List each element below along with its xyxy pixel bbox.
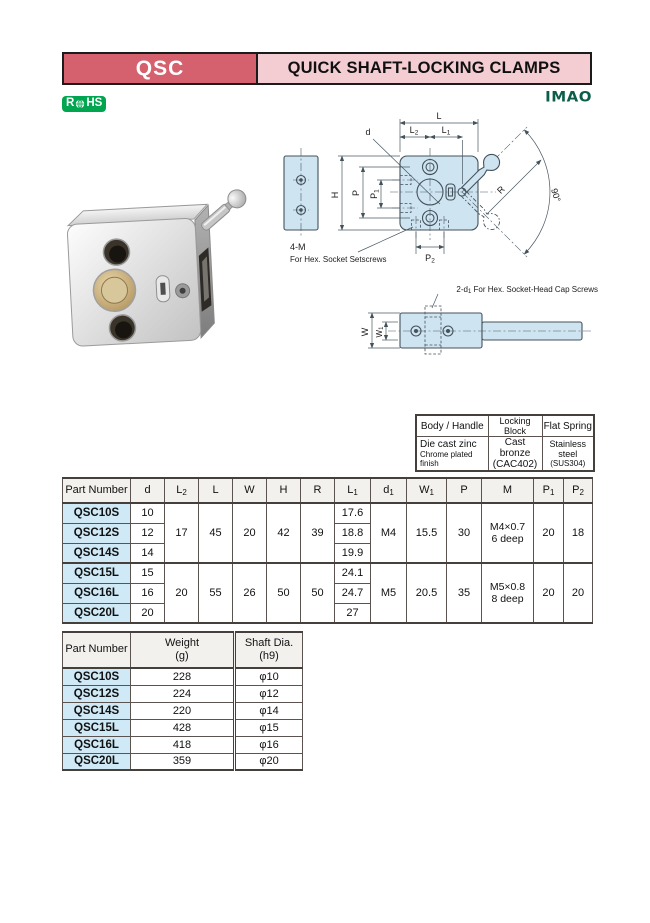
table-row: QSC16L 418 φ16 bbox=[62, 735, 303, 754]
table-row: QSC10S 10 17 45 20 42 39 17.6 M4 15.5 30… bbox=[62, 502, 593, 564]
col-M: M bbox=[481, 477, 534, 504]
col-H: H bbox=[266, 477, 301, 504]
setscrew-note-line1: 4-M bbox=[290, 242, 306, 252]
dim-label-P: P bbox=[351, 190, 361, 196]
materials-value-row: Die cast zinc Chrome plated finish Cast … bbox=[415, 436, 595, 472]
dim-label-P1: P1 bbox=[369, 189, 381, 199]
col-part-number: Part Number bbox=[62, 631, 131, 669]
part-number-cell: QSC16L bbox=[62, 582, 131, 604]
col-W: W bbox=[232, 477, 267, 504]
dim-label-angle: 90° bbox=[549, 187, 563, 203]
product-photo bbox=[66, 189, 247, 347]
part-number-cell: QSC15L bbox=[62, 562, 131, 584]
dim-label-H: H bbox=[330, 192, 340, 199]
col-W1: W1 bbox=[406, 477, 447, 504]
materials-header-body: Body / Handle bbox=[415, 414, 489, 437]
technical-drawing: R 90° L L2 L1 d H P P1 P2 4-M bbox=[283, 111, 598, 355]
table-row: QSC14S 220 φ14 bbox=[62, 701, 303, 720]
col-P1: P1 bbox=[533, 477, 564, 504]
shaft-bore bbox=[416, 178, 444, 206]
dim-label-L: L bbox=[436, 111, 441, 121]
table-row: QSC20L 359 φ20 bbox=[62, 752, 303, 771]
part-number-cell: QSC10S bbox=[62, 502, 131, 524]
table-row: QSC10S 228 φ10 bbox=[62, 667, 303, 686]
setscrew-note-line2: For Hex. Socket Setscrews bbox=[290, 255, 386, 264]
part-number-cell: QSC14S bbox=[62, 542, 131, 564]
front-view-body bbox=[399, 155, 479, 231]
handle-pivot bbox=[457, 187, 467, 197]
dim-label-L1: L1 bbox=[442, 125, 451, 137]
rohs-badge: R HS bbox=[62, 96, 107, 112]
col-d: d bbox=[130, 477, 165, 504]
part-number-cell: QSC16L bbox=[62, 735, 131, 754]
part-number-cell: QSC20L bbox=[62, 752, 131, 771]
imao-logo: IMAO bbox=[545, 88, 592, 106]
table-row: QSC15L 428 φ15 bbox=[62, 718, 303, 737]
product-code-banner: QSC bbox=[62, 52, 258, 85]
col-shaft-dia: Shaft Dia.(h9) bbox=[233, 631, 303, 669]
col-P: P bbox=[446, 477, 482, 504]
dimensions-table: Part Number d L2 L W H R L1 d1 W1 P M P1… bbox=[62, 477, 593, 624]
rohs-hs-label: HS bbox=[86, 97, 103, 110]
rohs-r-label: R bbox=[66, 97, 75, 110]
col-L1: L1 bbox=[334, 477, 371, 504]
material-flat-spring: Stainless steel (SUS304) bbox=[541, 436, 595, 472]
handle-engaged bbox=[460, 126, 528, 194]
dim-label-d: d bbox=[365, 127, 370, 137]
dim-label-W: W bbox=[360, 327, 370, 336]
weight-header-row: Part Number Weight(g) Shaft Dia.(h9) bbox=[62, 631, 303, 669]
table-row: QSC16L 16 24.7 bbox=[62, 582, 593, 604]
part-number-cell: QSC14S bbox=[62, 701, 131, 720]
part-number-cell: QSC20L bbox=[62, 602, 131, 624]
part-number-cell: QSC15L bbox=[62, 718, 131, 737]
table-row: QSC12S 12 18.8 bbox=[62, 522, 593, 544]
dim-label-R: R bbox=[495, 184, 507, 196]
col-d1: d1 bbox=[370, 477, 407, 504]
col-part-number: Part Number bbox=[62, 477, 131, 504]
col-L2: L2 bbox=[164, 477, 199, 504]
part-number-cell: QSC10S bbox=[62, 667, 131, 686]
part-number-cell: QSC12S bbox=[62, 522, 131, 544]
handle-swung bbox=[461, 191, 528, 258]
material-locking-block: Cast bronze (CAC402) bbox=[487, 436, 543, 472]
materials-table: Body / Handle Locking Block Flat Spring … bbox=[415, 414, 595, 472]
table-row: QSC20L 20 27 bbox=[62, 602, 593, 624]
col-P2: P2 bbox=[563, 477, 593, 504]
weight-table: Part Number Weight(g) Shaft Dia.(h9) QSC… bbox=[62, 631, 303, 771]
col-L: L bbox=[198, 477, 233, 504]
table-row: QSC12S 224 φ12 bbox=[62, 684, 303, 703]
capscrew-note: 2-d1 For Hex. Socket-Head Cap Screws bbox=[456, 285, 598, 295]
page-title: QUICK SHAFT-LOCKING CLAMPS bbox=[256, 52, 592, 85]
dim-label-W1: W1 bbox=[375, 326, 385, 338]
dim-label-L2: L2 bbox=[410, 125, 419, 137]
col-R: R bbox=[300, 477, 335, 504]
material-body-handle: Die cast zinc Chrome plated finish bbox=[415, 436, 489, 472]
materials-header-row: Body / Handle Locking Block Flat Spring bbox=[415, 414, 595, 437]
materials-header-spring: Flat Spring bbox=[541, 414, 595, 437]
part-number-cell: QSC12S bbox=[62, 684, 131, 703]
photo-handle bbox=[201, 189, 247, 231]
dim-header-row: Part Number d L2 L W H R L1 d1 W1 P M P1… bbox=[62, 477, 593, 504]
col-weight: Weight(g) bbox=[130, 631, 235, 669]
table-row: QSC14S 14 19.9 bbox=[62, 542, 593, 564]
materials-header-locking: Locking Block bbox=[487, 414, 543, 437]
table-row: QSC15L 15 20 55 26 50 50 24.1 M5 20.5 35… bbox=[62, 562, 593, 624]
dim-label-P2: P2 bbox=[425, 253, 435, 265]
globe-icon bbox=[76, 99, 85, 109]
